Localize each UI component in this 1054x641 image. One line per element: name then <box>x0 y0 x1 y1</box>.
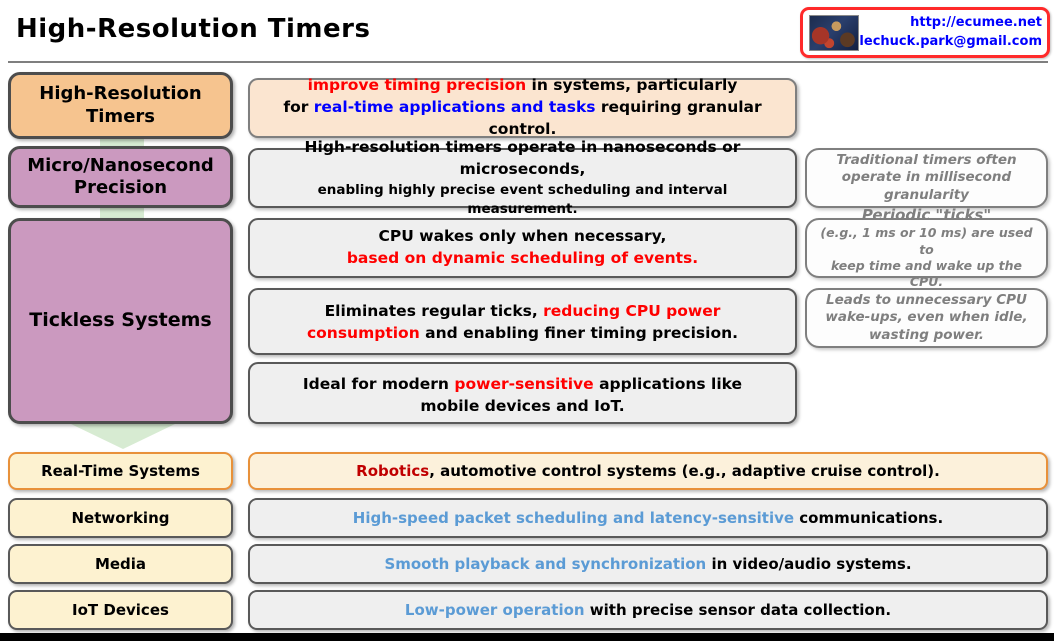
row-text: Low-power operation with precise sensor … <box>405 601 891 619</box>
highlight-text: power-sensitive <box>454 375 594 393</box>
detail-box-eliminates-ticks: Eliminates regular ticks, reducing CPU p… <box>248 288 797 355</box>
plain-text: for <box>283 98 314 117</box>
plain-text: , automotive control systems (e.g., adap… <box>429 462 940 480</box>
note-text: (e.g., 1 ms or 10 ms) are used to <box>820 225 1033 257</box>
node-micro-nanosecond-precision: Micro/Nanosecond Precision <box>8 146 233 208</box>
badge-email-link[interactable]: lechuck.park@gmail.com <box>859 33 1042 49</box>
side-note-cpu-wakeups: Leads to unnecessary CPU wake-ups, even … <box>805 288 1048 348</box>
row-media: Smooth playback and synchronization in v… <box>248 544 1048 584</box>
row-text: High-speed packet scheduling and latency… <box>353 509 943 527</box>
detail-line: for real-time applications and tasks req… <box>278 97 767 140</box>
plain-text: Eliminates regular ticks, <box>324 302 544 320</box>
node-label: Micro/Nanosecond Precision <box>27 154 214 199</box>
highlight-line: based on dynamic scheduling of events. <box>346 249 699 267</box>
node-label: Networking <box>71 509 170 527</box>
plain-text: in systems, particularly <box>526 76 738 95</box>
highlight-text: Low-power operation <box>404 601 585 619</box>
row-text: Smooth playback and synchronization in v… <box>384 555 911 573</box>
node-label: IoT Devices <box>72 601 169 619</box>
bottom-bar <box>0 633 1054 641</box>
detail-line: enabling highly precise event scheduling… <box>317 181 728 217</box>
badge-url-link[interactable]: http://ecumee.net <box>910 14 1042 30</box>
plain-text: requiring granular control. <box>488 98 762 138</box>
row-text: Robotics, automotive control systems (e.… <box>356 462 940 480</box>
node-iot-devices: IoT Devices <box>8 590 233 630</box>
node-media: Media <box>8 544 233 584</box>
highlight-text: High-speed packet scheduling and latency… <box>352 509 795 527</box>
note-text: Periodic "ticks" <box>861 205 992 224</box>
detail-box-cpu-wakes: CPU wakes only when necessary, based on … <box>248 218 797 278</box>
side-note-periodic-ticks: Periodic "ticks" (e.g., 1 ms or 10 ms) a… <box>805 206 1048 289</box>
contact-badge: http://ecumee.net lechuck.park@gmail.com <box>800 7 1050 58</box>
row-real-time-systems: Robotics, automotive control systems (e.… <box>248 452 1048 490</box>
row-iot-devices: Low-power operation with precise sensor … <box>248 590 1048 630</box>
side-note-traditional-timers: Traditional timers often operate in mill… <box>805 148 1048 208</box>
highlight-text: real-time applications and tasks <box>313 98 596 117</box>
highlight-text: improve timing precision <box>307 76 527 95</box>
badge-links: http://ecumee.net lechuck.park@gmail.com <box>859 14 1047 52</box>
detail-line: CPU wakes only when necessary, <box>378 227 667 246</box>
highlight-text: Smooth playback and synchronization <box>384 555 707 573</box>
node-networking: Networking <box>8 498 233 538</box>
note-text: keep time and wake up the CPU. <box>830 257 1023 289</box>
highlight-text: reducing CPU power consumption <box>306 302 721 342</box>
detail-box-power-sensitive: Ideal for modern power-sensitive applica… <box>248 362 797 424</box>
plain-text: and enabling finer timing precision. <box>419 323 739 342</box>
plain-text: applications like mobile devices and IoT… <box>420 375 743 415</box>
plain-text: Ideal for modern <box>302 375 455 393</box>
row-networking: High-speed packet scheduling and latency… <box>248 498 1048 538</box>
node-high-resolution-timers: High-Resolution Timers <box>8 72 233 139</box>
detail-line: High-resolution timers operate in nanose… <box>304 138 741 179</box>
node-tickless-systems: Tickless Systems <box>8 218 233 424</box>
page-title: High-Resolution Timers <box>16 14 371 44</box>
highlight-text: Robotics <box>356 462 430 480</box>
node-label: High-Resolution Timers <box>39 83 202 127</box>
detail-box-intro: improve timing precision in systems, par… <box>248 75 797 140</box>
plain-text: with precise sensor data collection. <box>584 601 892 619</box>
node-label: Real-Time Systems <box>41 462 200 480</box>
flow-arrow-down-icon <box>71 424 175 449</box>
note-text: Leads to unnecessary CPU wake-ups, even … <box>825 291 1028 343</box>
node-label: Media <box>94 555 147 573</box>
title-underline <box>8 61 1048 63</box>
badge-photo <box>809 14 860 51</box>
detail-box-precision: High-resolution timers operate in nanose… <box>248 138 797 217</box>
plain-text: in video/audio systems. <box>706 555 912 573</box>
plain-text: communications. <box>794 509 944 527</box>
node-real-time-systems: Real-Time Systems <box>8 452 233 490</box>
note-text: Traditional timers often operate in mill… <box>836 151 1017 203</box>
node-label: Tickless Systems <box>29 309 212 332</box>
detail-line: improve timing precision in systems, par… <box>308 75 738 97</box>
